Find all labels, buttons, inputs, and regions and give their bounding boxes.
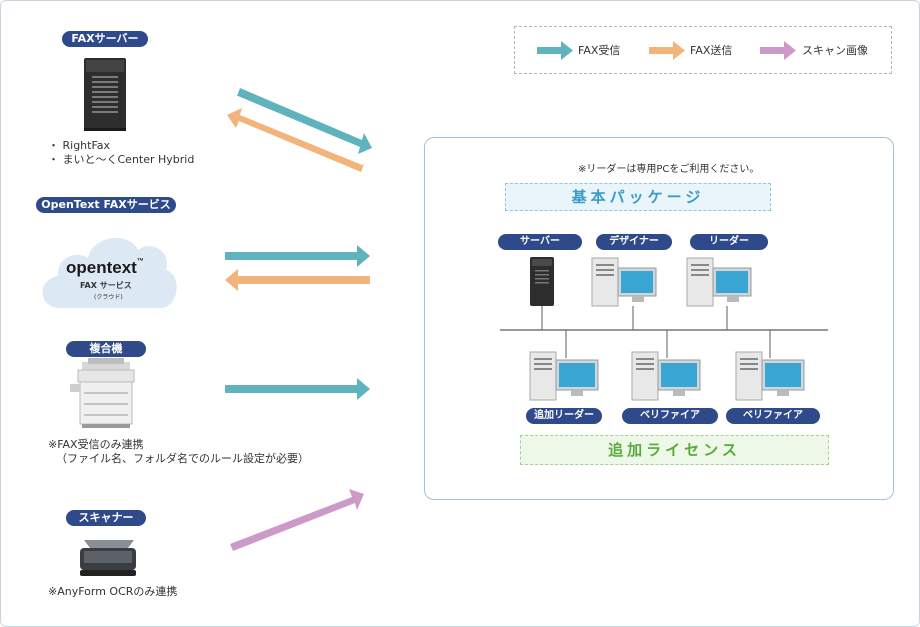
opentext-service-text: FAX サービス: [80, 281, 132, 290]
legend-arrow-fax-send: [649, 41, 685, 60]
legend-arrow-scan: [760, 41, 796, 60]
pc-reader-icon: [686, 257, 752, 307]
basic-package-box: 基本パッケージ: [505, 183, 771, 211]
opentext-cloud-icon: [42, 237, 177, 308]
legend-arrows: [537, 41, 796, 60]
opentext-logo: opentext™: [66, 258, 144, 277]
fax-server-label: FAXサーバー: [62, 31, 148, 47]
node-label-reader: リーダー: [690, 234, 768, 250]
legend: FAX受信 FAX送信 スキャン画像: [514, 26, 892, 74]
pc-verifier-2-icon: [735, 351, 805, 401]
node-label-verifier-2: ベリファイア: [726, 408, 820, 424]
node-label-verifier-1: ベリファイア: [622, 408, 718, 424]
additional-license-box: 追加ライセンス: [520, 435, 829, 465]
arrow-fax-receive-from-mfp: [225, 378, 370, 400]
pc-additional-reader-icon: [529, 351, 599, 401]
pc-designer-icon: [591, 257, 657, 307]
fax-server-note-1: ・ RightFax: [48, 139, 111, 152]
mfp-note-1: ※FAX受信のみ連携: [48, 438, 144, 451]
reader-note: ※リーダーは専用PCをご利用ください。: [578, 164, 760, 175]
legend-label-scan: スキャン画像: [802, 44, 868, 57]
scanner-icon: [80, 540, 136, 576]
opentext-cloud-text: (クラウド): [94, 294, 123, 301]
mfp-label: 複合機: [66, 341, 146, 357]
scanner-label: スキャナー: [66, 510, 146, 526]
arrow-fax-receive-from-opentext: [225, 245, 370, 267]
opentext-label: OpenText FAXサービス: [36, 197, 176, 213]
mfp-note-2: （ファイル名、フォルダ名でのルール設定が必要）: [56, 452, 309, 465]
arrow-fax-send-to-opentext: [225, 269, 370, 291]
node-label-server: サーバー: [498, 234, 582, 250]
panel-server-icon: [530, 257, 554, 306]
mfp-icon: [70, 358, 135, 428]
scanner-note: ※AnyForm OCRのみ連携: [48, 585, 178, 598]
legend-label-fax-receive: FAX受信: [578, 44, 621, 57]
legend-label-fax-send: FAX送信: [690, 44, 733, 57]
fax-server-note-2: ・ まいと～くCenter Hybrid: [48, 153, 195, 166]
arrow-fax-receive-from-server: [237, 88, 372, 154]
pc-verifier-1-icon: [631, 351, 701, 401]
node-label-additional-reader: 追加リーダー: [526, 408, 602, 424]
fax-server-icon: [84, 58, 126, 131]
legend-arrow-fax-receive: [537, 41, 573, 60]
node-label-designer: デザイナー: [596, 234, 672, 250]
arrow-fax-send-to-server: [227, 108, 364, 172]
arrow-scan-from-scanner: [230, 489, 364, 551]
